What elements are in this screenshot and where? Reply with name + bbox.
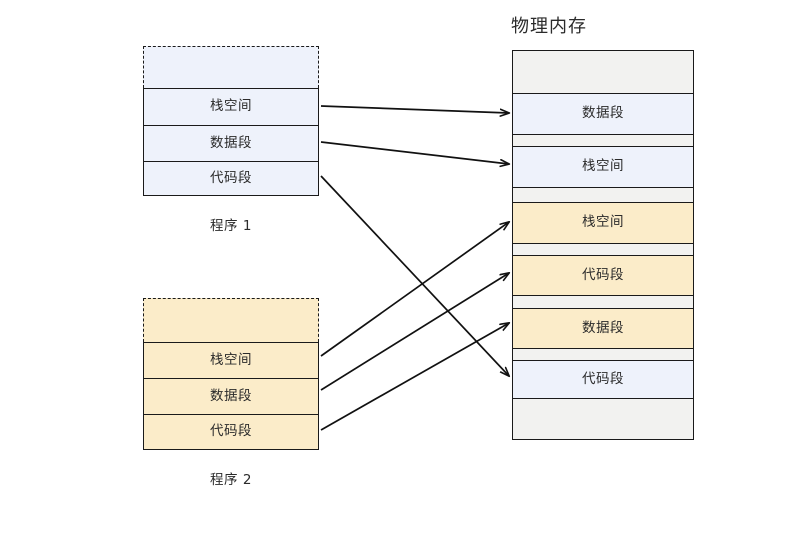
memory-cell-free-5	[512, 348, 694, 360]
memory-cell-program1-stack: 栈空间	[512, 146, 694, 187]
memory-cell-free-3	[512, 243, 694, 255]
arrow-p2-code-to-mem-data	[320, 323, 509, 431]
memory-cell-free-6	[512, 398, 694, 440]
program1-segment-stack-label: 栈空间	[210, 98, 252, 115]
program1-segment-data-label: 数据段	[210, 134, 252, 151]
arrow-p1-stack-to-mem-data	[320, 105, 509, 113]
program1-segment-code: 代码段	[143, 161, 319, 196]
program2-segment-stack: 栈空间	[143, 342, 319, 378]
memory-cell-program1-data: 数据段	[512, 93, 694, 134]
program1-segment-code-label: 代码段	[210, 169, 252, 186]
program1-caption: 程序 1	[210, 218, 252, 234]
program2-segment-stack-label: 栈空间	[210, 351, 252, 368]
memory-cell-free-0	[512, 50, 694, 93]
memory-cell-free-2	[512, 187, 694, 202]
memory-cell-program2-code: 代码段	[512, 255, 694, 295]
program1-segment-data: 数据段	[143, 125, 319, 161]
physical-memory-title: 物理内存	[511, 16, 587, 37]
program2-unused-region	[143, 298, 319, 342]
arrow-p2-stack-to-mem-stack	[320, 222, 509, 357]
program1-unused-region	[143, 46, 319, 88]
memory-cell-program2-data: 数据段	[512, 308, 694, 348]
memory-cell-program2-code-label: 代码段	[582, 266, 624, 283]
program2-segment-data: 数据段	[143, 378, 319, 414]
memory-cell-program2-data-label: 数据段	[582, 319, 624, 336]
memory-cell-free-4	[512, 295, 694, 308]
program2-caption: 程序 2	[210, 472, 252, 488]
memory-cell-program1-code: 代码段	[512, 360, 694, 398]
program2-segment-data-label: 数据段	[210, 387, 252, 404]
arrow-p1-data-to-mem-stack	[320, 141, 509, 164]
memory-cell-program1-code-label: 代码段	[582, 370, 624, 387]
memory-cell-program1-data-label: 数据段	[582, 105, 624, 122]
memory-cell-program2-stack-label: 栈空间	[582, 214, 624, 231]
program2-segment-code: 代码段	[143, 414, 319, 450]
program1-segment-stack: 栈空间	[143, 88, 319, 125]
arrow-p1-code-to-mem-code	[320, 175, 509, 376]
memory-cell-program1-stack-label: 栈空间	[582, 158, 624, 175]
program2-segment-code-label: 代码段	[210, 423, 252, 440]
memory-cell-free-1	[512, 134, 694, 146]
arrow-p2-data-to-mem-code	[320, 273, 509, 391]
memory-cell-program2-stack: 栈空间	[512, 202, 694, 243]
